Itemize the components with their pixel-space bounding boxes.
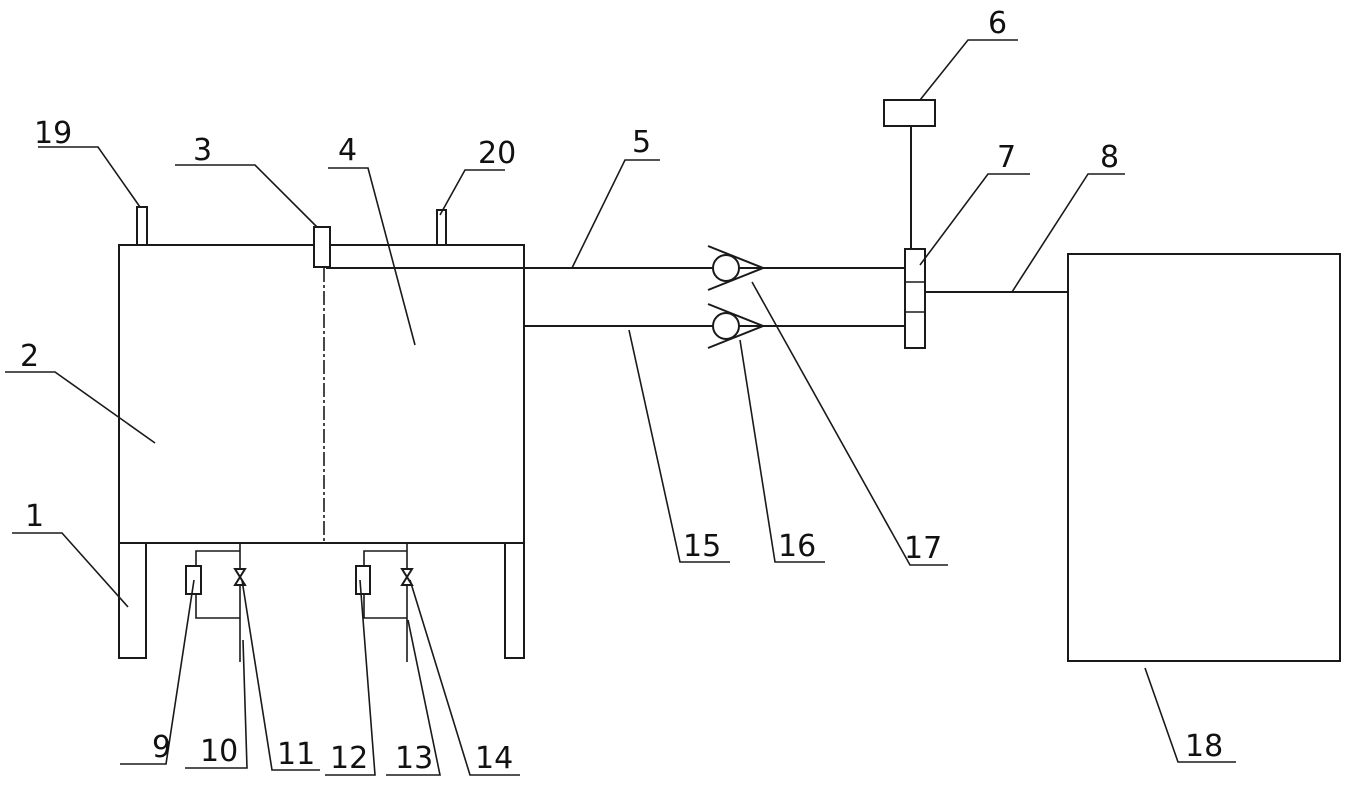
leader-15: [628, 329, 730, 563]
tank-body: [118, 244, 525, 544]
leader-9: [120, 579, 195, 765]
leader-14: [409, 579, 520, 776]
junction-block-7: [904, 248, 926, 349]
drain-assembly-left: [185, 543, 247, 662]
label-2: 2: [20, 339, 39, 374]
label-18: 18: [1185, 729, 1223, 764]
sensor-3: [313, 226, 331, 268]
label-16: 16: [778, 529, 816, 564]
drain-assembly-right: [355, 543, 414, 662]
leader-13: [386, 619, 441, 776]
label-13: 13: [395, 741, 433, 776]
leader-7: [919, 173, 1030, 266]
tank-leg-right: [504, 542, 525, 659]
tank-leg-left: [118, 542, 147, 659]
label-15: 15: [683, 529, 721, 564]
sensor-12: [355, 565, 371, 595]
label-17: 17: [904, 531, 942, 566]
leader-10: [185, 639, 248, 769]
tank: [118, 244, 525, 544]
top-port-19: [136, 206, 148, 246]
leader-19: [38, 146, 141, 208]
leader-16: [739, 339, 825, 563]
leader-3: [175, 164, 318, 228]
label-9: 9: [152, 730, 171, 765]
leader-lines: [5, 39, 1236, 776]
valve-11: [233, 568, 247, 586]
unit-18: [1067, 253, 1341, 662]
leader-8: [1011, 173, 1125, 293]
leader-1: [12, 532, 129, 608]
leader-12: [325, 579, 376, 776]
label-3: 3: [193, 133, 212, 168]
label-4: 4: [338, 133, 357, 168]
pump-17: [707, 245, 766, 291]
top-port-20: [436, 209, 447, 246]
label-8: 8: [1100, 140, 1119, 175]
label-1: 1: [25, 499, 44, 534]
label-19: 19: [34, 116, 72, 151]
leader-20: [439, 169, 505, 216]
label-7: 7: [997, 140, 1016, 175]
pump-16: [707, 303, 766, 349]
leader-5: [571, 159, 660, 269]
leader-6: [919, 39, 1018, 101]
part-labels: 19 3 4 20 5 6 7 8 2 1 9 10 11 12 13 14 1…: [20, 6, 1223, 776]
label-11: 11: [277, 737, 315, 772]
label-12: 12: [330, 741, 368, 776]
leader-11: [241, 579, 320, 771]
controller-6: [883, 99, 936, 127]
leader-17: [751, 281, 948, 566]
label-6: 6: [988, 6, 1007, 41]
leader-2: [5, 371, 156, 444]
label-10: 10: [200, 734, 238, 769]
label-20: 20: [478, 136, 516, 171]
label-5: 5: [632, 125, 651, 160]
label-14: 14: [475, 741, 513, 776]
leader-4: [328, 167, 416, 346]
leader-18: [1144, 667, 1236, 763]
